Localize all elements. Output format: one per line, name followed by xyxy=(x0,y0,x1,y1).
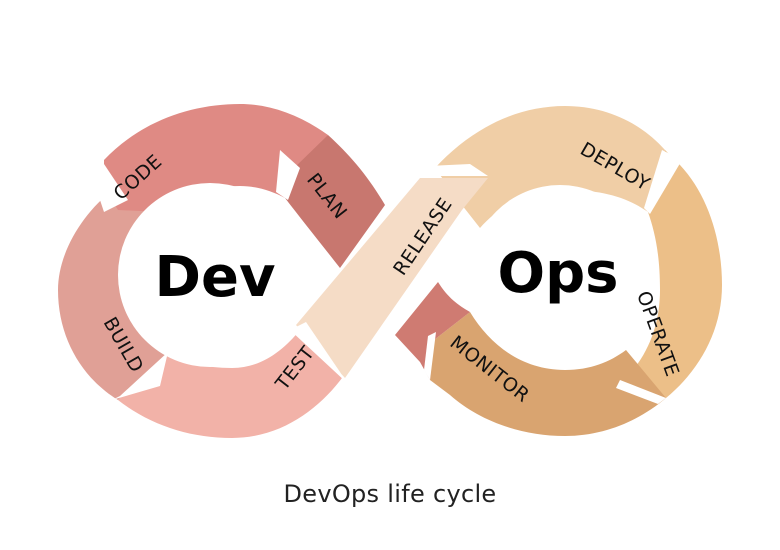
separator-build-test xyxy=(112,352,168,400)
center-label-dev: Dev xyxy=(155,245,276,310)
segment-separators xyxy=(96,150,682,404)
separator-operate-monitor xyxy=(616,380,666,404)
diagram-caption: DevOps life cycle xyxy=(283,480,497,508)
separator-test-release xyxy=(290,322,346,382)
segment-deploy xyxy=(435,106,665,228)
segment-plan xyxy=(285,135,385,268)
segment-monitor-tail xyxy=(395,282,470,380)
segment-code xyxy=(104,104,328,212)
separator-code-build xyxy=(96,158,128,212)
separator-release-deploy xyxy=(428,164,488,176)
left-loop-center xyxy=(118,183,302,367)
segment-monitor xyxy=(430,312,666,436)
separator-code-plan xyxy=(276,150,300,200)
segment-build xyxy=(58,188,168,400)
separator-monitor-tail xyxy=(424,332,436,380)
separator-deploy-operate xyxy=(644,150,682,214)
right-loop-center xyxy=(470,185,650,365)
center-label-ops: Ops xyxy=(497,241,618,306)
segment-test xyxy=(118,330,342,438)
segment-release xyxy=(296,178,488,378)
